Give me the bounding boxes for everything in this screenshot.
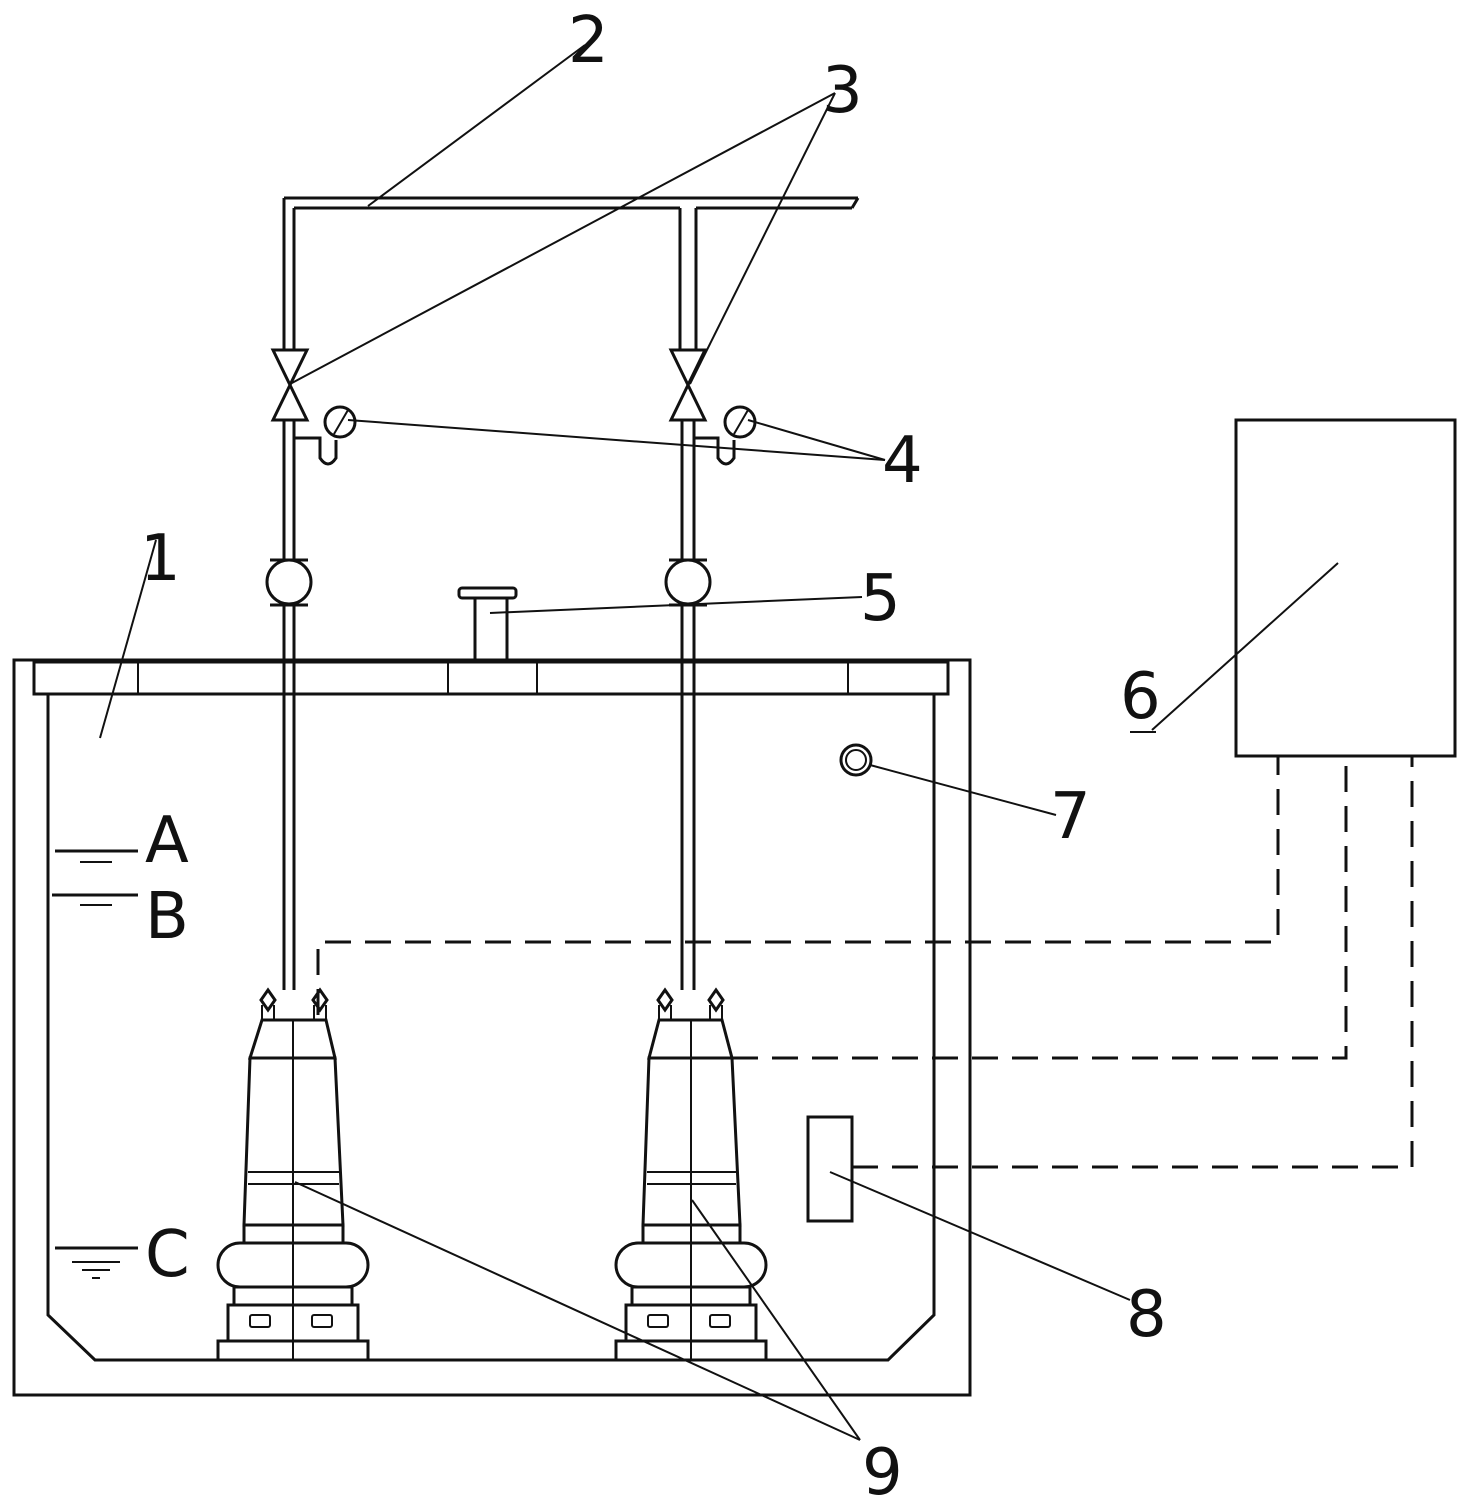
level-label-a: A — [145, 804, 189, 878]
discharge-pipe — [282, 196, 860, 350]
label-gauges: 4 — [882, 424, 923, 498]
label-valves: 3 — [822, 54, 863, 128]
left-pressure-gauge — [294, 405, 357, 466]
level-sensor — [806, 1115, 854, 1223]
left-check-valve — [265, 558, 313, 607]
control-cabinet — [1234, 418, 1457, 758]
left-pump — [216, 987, 370, 1362]
label-discharge-pipe: 2 — [568, 4, 609, 78]
water-level-marks — [52, 849, 138, 1279]
label-pumps: 9 — [862, 1436, 903, 1510]
leader-lines — [99, 44, 1339, 1441]
inlet-pipe — [457, 586, 518, 662]
label-inlet: 5 — [860, 562, 901, 636]
right-check-valve — [664, 558, 712, 607]
left-riser-pipe — [282, 420, 296, 990]
sensor — [839, 743, 873, 777]
signal-cables — [316, 756, 1414, 1169]
label-tank: 1 — [140, 522, 181, 596]
right-valve — [668, 348, 708, 422]
right-riser-pipe — [680, 420, 696, 990]
label-control-cabinet: 6 — [1120, 660, 1161, 734]
level-label-c: C — [145, 1218, 190, 1292]
left-valve — [270, 348, 310, 422]
level-label-b: B — [145, 880, 189, 954]
right-pump — [614, 987, 768, 1362]
label-sensor: 7 — [1050, 780, 1091, 854]
label-level-sensor: 8 — [1126, 1278, 1167, 1352]
